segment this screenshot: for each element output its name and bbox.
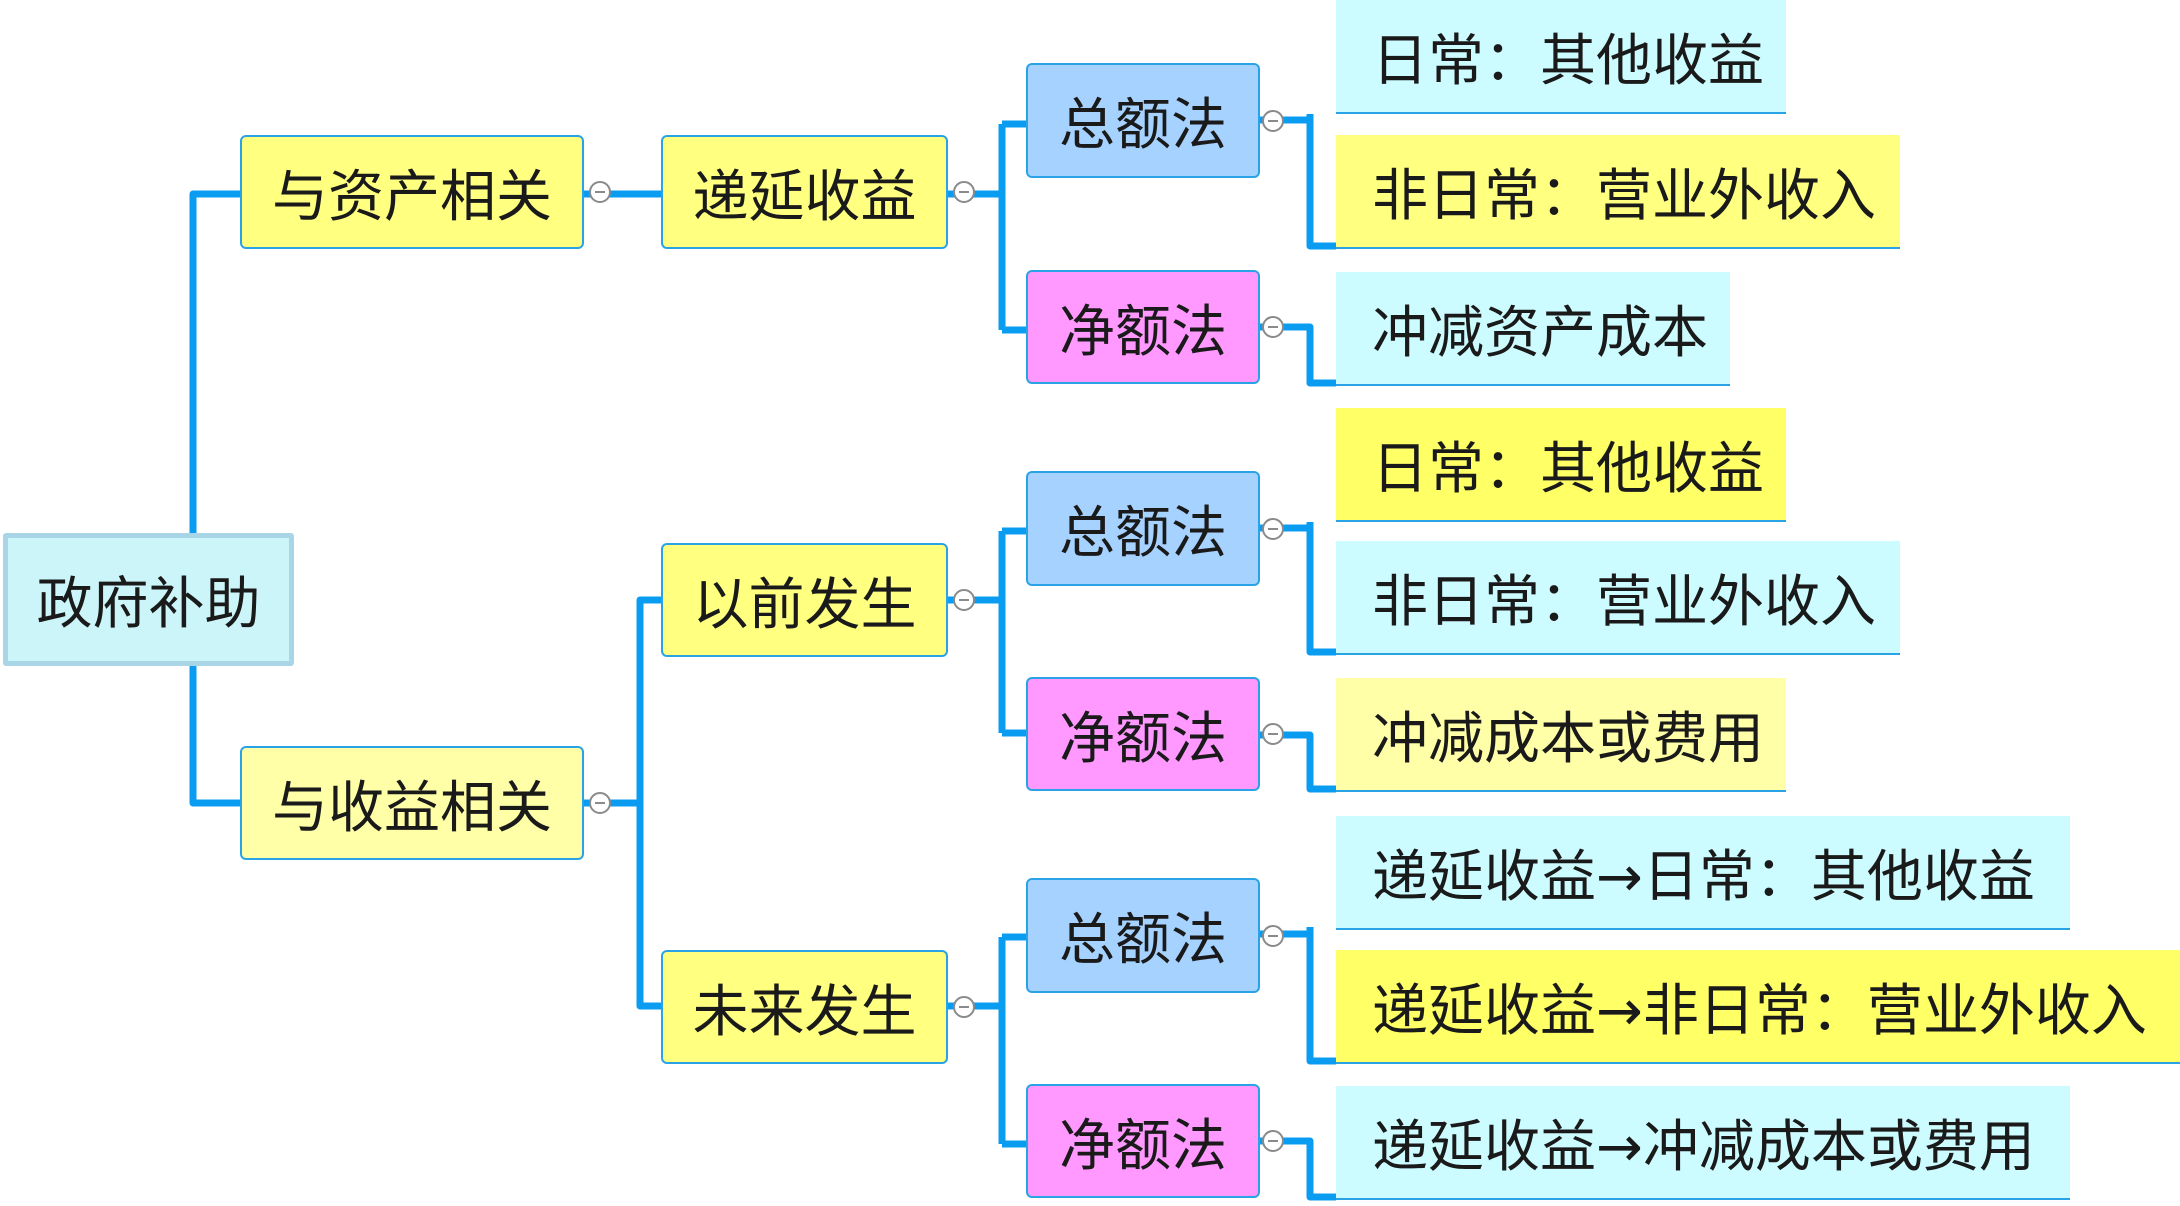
collapse-toggle-icon[interactable] [953, 996, 975, 1018]
leaf-asset-nondaily-nonoperating-income[interactable]: 非日常：营业外收入 [1336, 135, 1900, 249]
link-root-asset [189, 190, 242, 533]
leaf-label: 递延收益→非日常：营业外收入 [1372, 978, 2147, 1044]
leaf-label: 非日常：营业外收入 [1372, 569, 1876, 635]
node-asset-related[interactable]: 与资产相关 [240, 135, 584, 249]
collapse-toggle-icon[interactable] [1262, 1130, 1284, 1152]
leaf-label: 日常：其他收益 [1372, 28, 1764, 94]
link-gross1-leaves [1260, 114, 1336, 250]
node-occurred-before-label: 以前发生 [692, 572, 917, 638]
link-deferred-methods [948, 120, 1026, 334]
node-net-method-2[interactable]: 净额法 [1026, 677, 1260, 791]
link-income-past [636, 596, 661, 803]
node-net-method-1[interactable]: 净额法 [1026, 270, 1260, 384]
collapse-toggle-icon[interactable] [1262, 518, 1284, 540]
link-future-methods [948, 933, 1026, 1148]
leaf-future-deferred-nondaily-nonoperating-income[interactable]: 递延收益→非日常：营业外收入 [1336, 950, 2180, 1064]
root-node[interactable]: 政府补助 [3, 533, 294, 666]
collapse-toggle-icon[interactable] [1262, 925, 1284, 947]
node-occurred-before[interactable]: 以前发生 [661, 543, 948, 657]
gross-method-label: 总额法 [1059, 908, 1227, 973]
leaf-label: 递延收益→日常：其他收益 [1372, 844, 2035, 910]
leaf-reduce-asset-cost[interactable]: 冲减资产成本 [1336, 272, 1730, 386]
leaf-past-reduce-cost-or-expense[interactable]: 冲减成本或费用 [1336, 678, 1786, 792]
link-root-income [189, 666, 242, 807]
collapse-toggle-icon[interactable] [1262, 110, 1284, 132]
gross-method-label: 总额法 [1059, 93, 1227, 158]
leaf-label: 非日常：营业外收入 [1372, 163, 1876, 229]
leaf-past-daily-other-income[interactable]: 日常：其他收益 [1336, 408, 1786, 522]
link-gross2-leaves [1260, 522, 1336, 656]
link-gross3-leaves [1260, 927, 1336, 1065]
node-gross-method-2[interactable]: 总额法 [1026, 471, 1260, 586]
link-income-future [636, 803, 661, 1010]
node-gross-method-1[interactable]: 总额法 [1026, 63, 1260, 178]
leaf-label: 递延收益→冲减成本或费用 [1372, 1114, 2035, 1180]
collapse-toggle-icon[interactable] [1262, 316, 1284, 338]
leaf-label: 日常：其他收益 [1372, 436, 1764, 502]
net-method-label: 净额法 [1059, 1113, 1227, 1179]
net-method-label: 净额法 [1059, 706, 1227, 772]
leaf-future-deferred-reduce-cost-or-expense[interactable]: 递延收益→冲减成本或费用 [1336, 1086, 2070, 1200]
node-income-related-label: 与收益相关 [272, 775, 552, 841]
node-occur-future-label: 未来发生 [692, 979, 917, 1045]
leaf-label: 冲减成本或费用 [1372, 706, 1764, 772]
leaf-label: 冲减资产成本 [1372, 300, 1708, 366]
node-net-method-3[interactable]: 净额法 [1026, 1084, 1260, 1198]
collapse-toggle-icon[interactable] [953, 589, 975, 611]
collapse-toggle-icon[interactable] [953, 181, 975, 203]
node-deferred-income[interactable]: 递延收益 [661, 135, 948, 249]
leaf-future-deferred-daily-other-income[interactable]: 递延收益→日常：其他收益 [1336, 816, 2070, 930]
node-gross-method-3[interactable]: 总额法 [1026, 878, 1260, 993]
root-label: 政府补助 [36, 572, 261, 637]
leaf-past-nondaily-nonoperating-income[interactable]: 非日常：营业外收入 [1336, 541, 1900, 655]
collapse-toggle-icon[interactable] [589, 181, 611, 203]
gross-method-label: 总额法 [1059, 501, 1227, 566]
link-net2-leaf [1260, 731, 1336, 793]
node-asset-related-label: 与资产相关 [272, 164, 552, 230]
node-deferred-income-label: 递延收益 [692, 164, 917, 230]
link-net3-leaf [1260, 1137, 1336, 1201]
link-net1-leaf [1260, 323, 1336, 387]
collapse-toggle-icon[interactable] [1262, 723, 1284, 745]
collapse-toggle-icon[interactable] [589, 792, 611, 814]
link-past-methods [948, 527, 1026, 737]
node-income-related[interactable]: 与收益相关 [240, 746, 584, 860]
node-occur-future[interactable]: 未来发生 [661, 950, 948, 1064]
net-method-label: 净额法 [1059, 299, 1227, 365]
leaf-asset-daily-other-income[interactable]: 日常：其他收益 [1336, 0, 1786, 114]
